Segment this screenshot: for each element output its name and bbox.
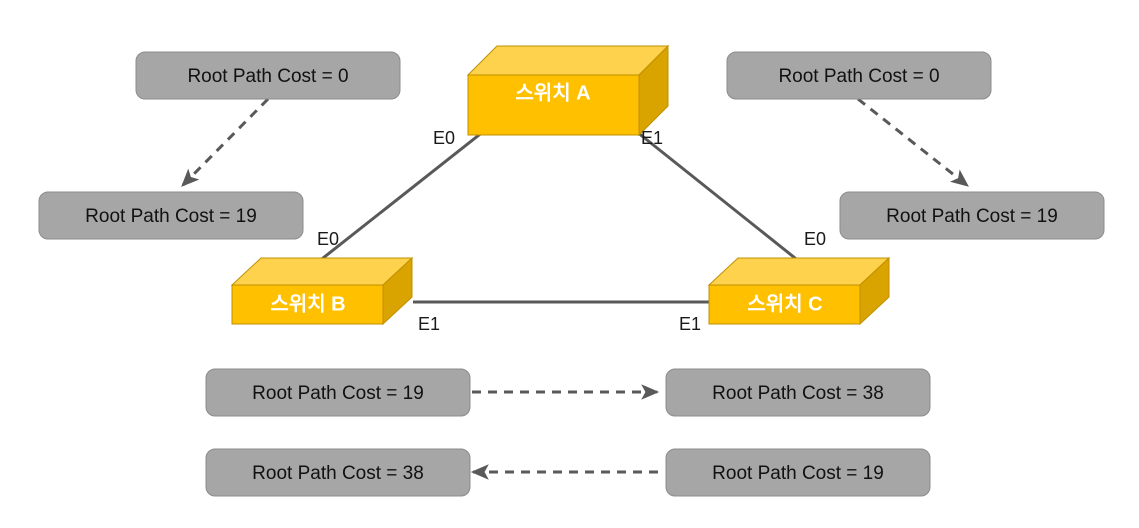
port-label-b-e0: E0 [317,229,339,249]
link-a-to-b [317,118,499,264]
switch-a-label: 스위치 A [515,81,590,104]
arrow-right-diagonal [857,97,969,188]
cost-box-row4-left-text: Root Path Cost = 38 [252,463,424,484]
cost-box-row3-right-text: Root Path Cost = 38 [712,383,884,404]
cost-box-row3-left[interactable]: Root Path Cost = 19 [205,368,471,417]
cost-box-row3-right[interactable]: Root Path Cost = 38 [665,368,931,417]
port-label-c-e0: E0 [804,229,826,249]
switch-b[interactable]: 스위치 B [230,256,414,326]
port-label-b-e1: E1 [418,314,440,334]
cost-box-mid-right-text: Root Path Cost = 19 [886,206,1058,227]
cost-box-mid-right[interactable]: Root Path Cost = 19 [839,191,1105,240]
switch-c[interactable]: 스위치 C [707,256,891,326]
link-a-to-c [621,118,801,264]
cost-box-row3-left-text: Root Path Cost = 19 [252,383,424,404]
switch-c-label: 스위치 C [747,292,822,315]
switch-a[interactable]: 스위치 A [466,44,670,137]
port-label-c-e1: E1 [679,314,701,334]
cost-box-mid-left[interactable]: Root Path Cost = 19 [38,191,304,240]
port-label-a-e0: E0 [433,128,455,148]
cost-box-top-left-text: Root Path Cost = 0 [187,66,348,87]
cost-box-top-right-text: Root Path Cost = 0 [778,66,939,87]
cost-box-mid-left-text: Root Path Cost = 19 [85,206,257,227]
cost-box-top-left[interactable]: Root Path Cost = 0 [135,51,401,100]
port-label-a-e1: E1 [641,128,663,148]
cost-box-row4-right-text: Root Path Cost = 19 [712,463,884,484]
cost-box-row4-left[interactable]: Root Path Cost = 38 [205,448,471,497]
arrow-left-diagonal [180,97,270,188]
cost-box-row4-right[interactable]: Root Path Cost = 19 [665,448,931,497]
cost-box-top-right[interactable]: Root Path Cost = 0 [726,51,992,100]
switch-b-label: 스위치 B [270,292,345,315]
